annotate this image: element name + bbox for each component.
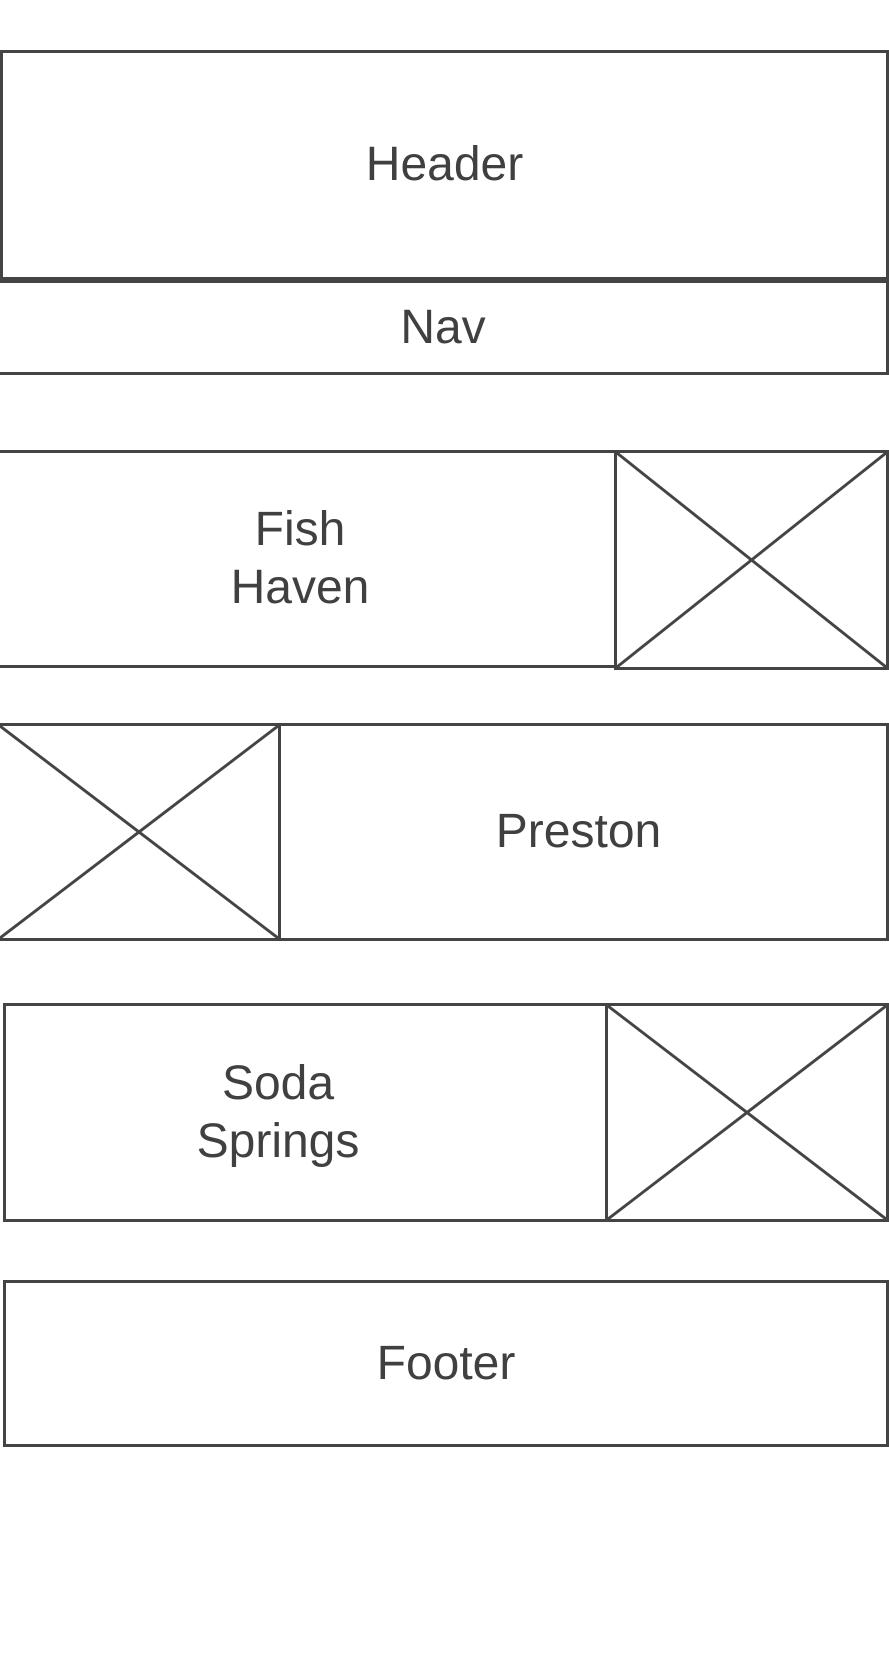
section-label: Soda Springs (196, 1056, 360, 1168)
header-label: Header (365, 138, 524, 191)
footer-label: Footer (376, 1336, 516, 1390)
header-block: Header (0, 50, 889, 280)
nav-block: Nav (0, 280, 889, 375)
section-soda-springs-text: Soda Springs (3, 1003, 553, 1222)
footer-block: Footer (3, 1280, 889, 1447)
image-placeholder-icon (614, 450, 889, 670)
nav-label: Nav (400, 300, 486, 354)
image-placeholder-icon (0, 723, 281, 941)
section-label: Preston (495, 805, 662, 858)
section-fish-haven-text: Fish Haven (0, 450, 600, 668)
image-placeholder-icon (605, 1003, 889, 1222)
section-preston-text: Preston (281, 723, 876, 941)
section-label: Fish Haven (230, 503, 370, 614)
